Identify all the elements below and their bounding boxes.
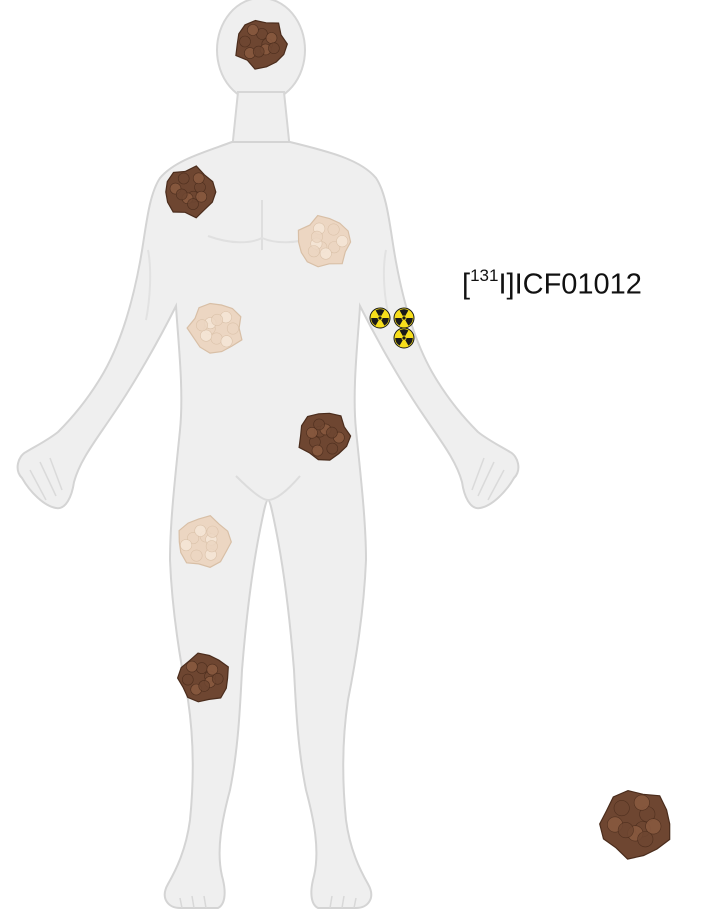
pigmented-lesion-isolated xyxy=(600,791,670,860)
tracer-bracket-open: [ xyxy=(462,269,470,301)
tracer-element: I xyxy=(498,269,506,301)
radiation-icon xyxy=(370,308,390,328)
tracer-bracket-close: ] xyxy=(507,269,515,301)
radiation-icon xyxy=(394,308,414,328)
human-silhouette xyxy=(18,0,519,908)
tracer-label: [131I]ICF01012 xyxy=(462,268,642,302)
tracer-compound: ICF01012 xyxy=(515,269,642,301)
tracer-isotope-mass: 131 xyxy=(470,266,498,285)
radiation-icon xyxy=(394,328,414,348)
